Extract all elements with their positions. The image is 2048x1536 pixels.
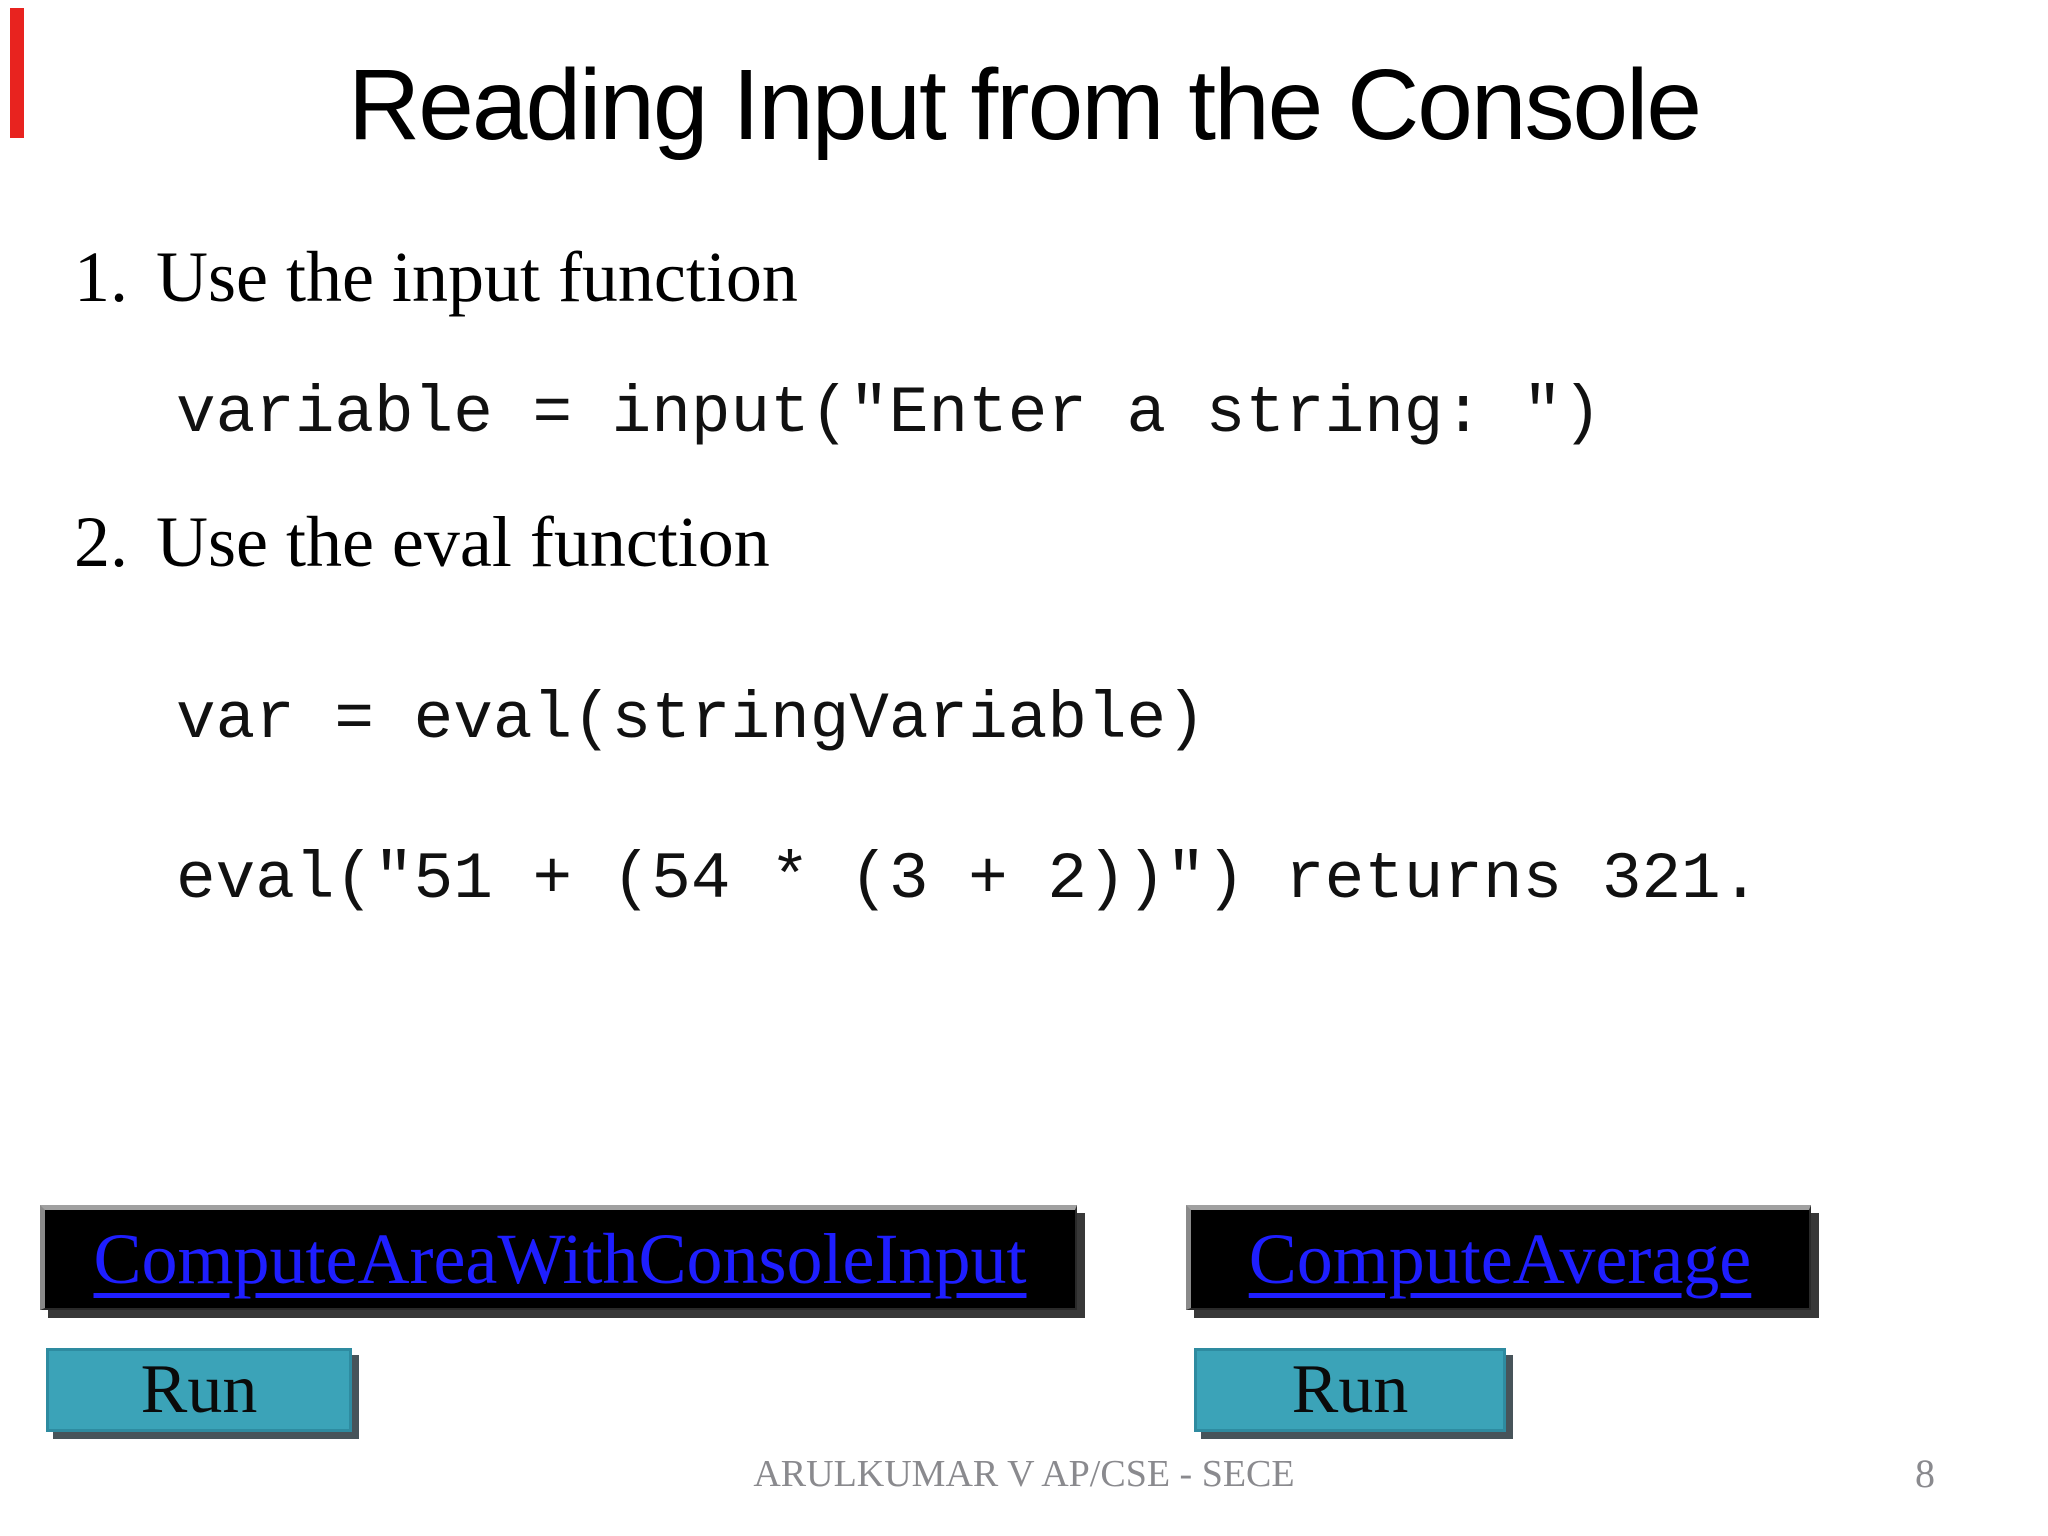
list-item-eval-function: 2. Use the eval function xyxy=(74,502,770,582)
compute-average-button[interactable]: ComputeAverage xyxy=(1186,1205,1811,1310)
list-item-text: Use the input function xyxy=(156,237,798,317)
list-item-input-function: 1. Use the input function xyxy=(74,237,798,317)
compute-area-button[interactable]: ComputeAreaWithConsoleInput xyxy=(40,1205,1077,1310)
compute-area-link[interactable]: ComputeAreaWithConsoleInput xyxy=(93,1218,1027,1299)
list-number: 2. xyxy=(74,502,128,582)
code-eval-example: var = eval(stringVariable) xyxy=(176,682,1206,757)
run-button-compute-average[interactable]: Run xyxy=(1194,1348,1506,1432)
slide-title: Reading Input from the Console xyxy=(348,49,1702,161)
list-number: 1. xyxy=(74,237,128,317)
code-input-example: variable = input("Enter a string: ") xyxy=(176,376,1602,451)
compute-average-link[interactable]: ComputeAverage xyxy=(1248,1218,1752,1299)
list-item-text: Use the eval function xyxy=(156,502,770,582)
run-button-compute-area[interactable]: Run xyxy=(46,1348,352,1432)
code-eval-returns-example: eval("51 + (54 * (3 + 2))") returns 321. xyxy=(176,842,1761,917)
page-number: 8 xyxy=(1915,1451,1935,1496)
red-progress-marker xyxy=(10,8,24,138)
footer-credit: ARULKUMAR V AP/CSE - SECE xyxy=(753,1453,1295,1495)
